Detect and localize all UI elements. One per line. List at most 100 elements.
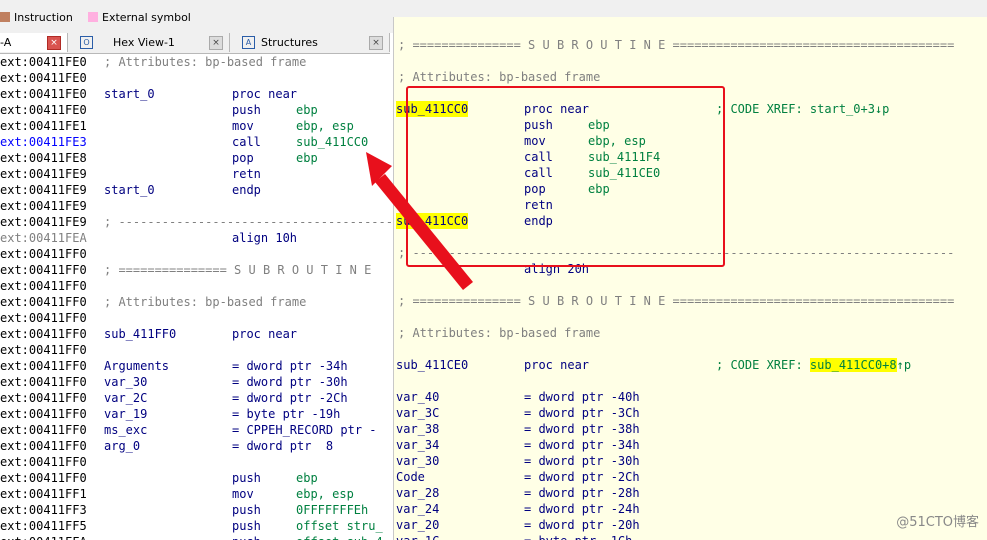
label-name[interactable]: sub_411CC0 [396,101,469,117]
operand[interactable]: ebp [296,151,318,165]
xref-target[interactable]: start_0+3 [809,102,875,116]
legend-label: External symbol [102,10,191,24]
xref-direction: ↑p [896,358,912,372]
address: ext:00411FE1 [0,119,87,133]
label-name[interactable]: var_19 [104,407,148,421]
address: ext:00411FF0 [0,263,87,277]
operand[interactable]: sub_411CE0 [588,166,661,180]
address: ext:00411FE8 [0,151,87,165]
address: ext:00411FE0 [0,55,87,69]
ida-view-disassembly-left[interactable]: ext:00411FE0; Attributes: bp-based frame… [0,54,393,540]
operand[interactable]: sub_4111F4 [588,150,661,164]
label-name[interactable]: var_34 [396,438,440,452]
label-name[interactable]: sub_411CE0 [396,358,469,372]
operand[interactable]: ebp, esp [588,134,646,148]
address: ext:00411FF0 [0,295,87,309]
ida-view-disassembly-popup[interactable]: ; =============== S U B R O U T I N E ==… [393,17,987,540]
close-icon[interactable]: × [209,35,223,50]
mnemonic: = dword ptr -24h [524,502,640,516]
operand[interactable]: offset stru_ [296,519,383,533]
address: ext:00411FF0 [0,247,87,261]
structures-icon: A [242,36,255,49]
popup-line: retn [394,197,987,213]
tab-a[interactable]: -A× [0,33,68,52]
label-name[interactable]: var_40 [396,390,440,404]
operand[interactable]: ebp [296,471,318,485]
address: ext:00411FF0 [0,455,87,469]
mnemonic: push [232,503,261,517]
address: ext:00411FF0 [0,423,87,437]
label-name[interactable]: var_1C [396,533,439,540]
mnemonic: retn [524,198,553,212]
popup-line: var_28= dword ptr -28h [394,485,987,501]
hex-view-icon: O [80,36,93,49]
comment: ; Attributes: bp-based frame [398,70,601,84]
address: ext:00411FF3 [0,503,87,517]
label-name[interactable]: var_30 [104,375,148,389]
label-name[interactable]: arg_0 [104,439,141,453]
comment: ; =============== S U B R O U T I N E [104,263,372,277]
label-name[interactable]: sub_411FF0 [104,327,177,341]
operand[interactable]: ebp, esp [296,119,354,133]
mnemonic: proc near [232,327,298,341]
address: ext:00411FE9 [0,167,87,181]
mnemonic: pop [232,151,254,165]
label-name[interactable]: Arguments [104,359,170,373]
label-name[interactable]: var_2C [104,391,148,405]
popup-line: var_38 = dword ptr -38h [394,421,987,437]
mnemonic: mov [232,119,254,133]
popup-line: ; --------------------------------------… [394,245,987,261]
operand[interactable]: ebp [588,182,610,196]
comment: ; --------------------------------------… [104,215,393,229]
mnemonic: mov [232,487,254,501]
operand[interactable]: offset sub_4 [296,534,383,540]
label-name[interactable]: var_28 [396,486,440,500]
legend-swatch [88,12,98,22]
operand[interactable]: ebp [296,103,318,117]
address: ext:00411FF0 [0,359,87,373]
xref-target[interactable]: sub_411CC0+8 [809,358,897,372]
popup-line: ; =============== S U B R O U T I N E ==… [394,37,987,53]
operand[interactable]: sub_411CC0 [296,135,369,149]
mnemonic: = dword ptr -38h [524,422,640,436]
label-name[interactable]: var_3C [396,406,440,420]
address: ext:00411FE3 [0,135,87,149]
label-name[interactable]: Code [396,470,425,484]
mnemonic: = dword ptr -34h [232,359,348,373]
operand[interactable]: ebp, esp [296,487,354,501]
label-name[interactable]: start_0 [104,87,155,101]
code-xref: ; CODE XREF: start_0+3↓p [716,101,889,117]
popup-line: var_30 = dword ptr -30h [394,453,987,469]
operand[interactable]: ebp [588,118,610,132]
label-name[interactable]: var_24 [396,502,440,516]
address: ext:00411FF0 [0,343,87,357]
mnemonic: = byte ptr -19h [232,407,341,421]
address: ext:00411FE9 [0,199,87,213]
close-icon[interactable]: × [47,35,61,50]
operand[interactable]: 0FFFFFFFEh [296,503,369,517]
mnemonic: = dword ptr -2Ch [524,470,640,484]
label-name[interactable]: start_0 [104,183,155,197]
popup-line: ; Attributes: bp-based frame [394,325,987,341]
mnemonic: align 10h [232,231,298,245]
address: ext:00411FF0 [0,407,87,421]
close-icon[interactable]: × [369,35,383,50]
label-name[interactable]: var_20 [396,518,440,532]
mnemonic: = dword ptr -30h [524,454,640,468]
legend-swatch [0,12,10,22]
address: ext:00411FE0 [0,71,87,85]
address: ext:00411FF0 [0,391,87,405]
label-name[interactable]: ms_exc [104,423,148,437]
label-name[interactable]: var_30 [396,454,440,468]
popup-line: var_40= dword ptr -40h [394,389,987,405]
address: ext:00411FF0 [0,375,87,389]
address: ext:00411FF0 [0,439,87,453]
label-name[interactable]: var_38 [396,422,440,436]
